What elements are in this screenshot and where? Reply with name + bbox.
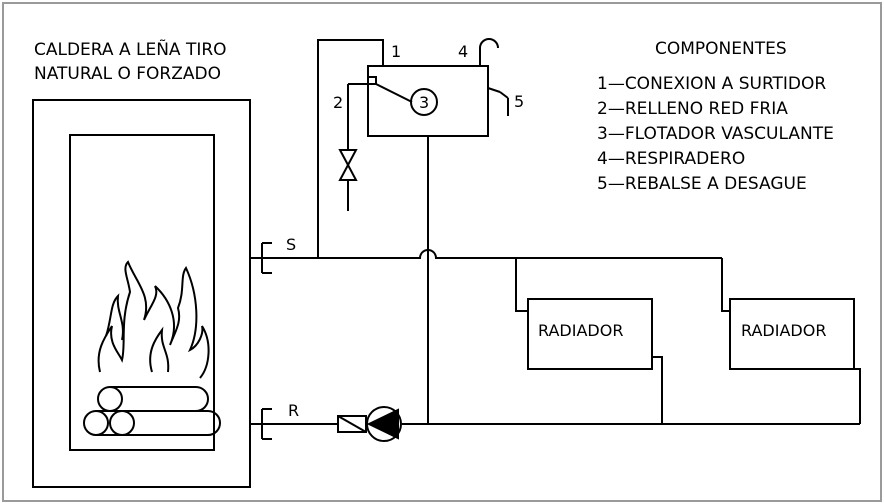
flame-icon bbox=[97, 260, 210, 379]
firewood-logs bbox=[83, 386, 221, 436]
check-valve-icon bbox=[337, 415, 367, 433]
supply-pipe bbox=[262, 249, 722, 259]
radiator-1 bbox=[515, 258, 663, 424]
float-number: 3 bbox=[419, 93, 429, 112]
legend-item-1: 1—CONEXION A SURTIDOR bbox=[597, 74, 826, 94]
fill-number: 2 bbox=[333, 93, 343, 112]
connection-number: 1 bbox=[391, 42, 401, 61]
radiator-2 bbox=[721, 258, 861, 424]
boiler bbox=[32, 99, 272, 488]
boiler-firebox bbox=[69, 134, 215, 451]
pump-icon bbox=[366, 406, 402, 442]
vent-pipe bbox=[479, 38, 499, 66]
title-line-2: NATURAL O FORZADO bbox=[34, 64, 221, 84]
legend-item-4: 4—RESPIRADERO bbox=[597, 149, 745, 169]
boiler-outer-casing bbox=[32, 99, 251, 488]
components-legend: COMPONENTES 1—CONEXION A SURTIDOR 2—RELL… bbox=[597, 39, 834, 194]
return-label: R bbox=[288, 401, 299, 420]
radiator-1-label: RADIADOR bbox=[538, 321, 623, 340]
legend-item-2: 2—RELLENO RED FRIA bbox=[597, 99, 788, 119]
radiator-2-label: RADIADOR bbox=[741, 321, 826, 340]
title-line-1: CALDERA A LEÑA TIRO bbox=[34, 38, 227, 60]
fill-line bbox=[347, 83, 368, 211]
overflow-pipe bbox=[487, 87, 509, 116]
legend-item-3: 3—FLOTADOR VASCULANTE bbox=[597, 124, 834, 144]
legend-heading: COMPONENTES bbox=[655, 39, 787, 59]
valve-icon bbox=[338, 149, 358, 181]
overflow-number: 5 bbox=[514, 92, 524, 111]
supply-label: S bbox=[286, 235, 296, 254]
float-valve bbox=[367, 76, 438, 116]
legend-item-5: 5—REBALSE A DESAGUE bbox=[597, 174, 807, 194]
expansion-connection-pipe bbox=[317, 39, 384, 258]
vent-number: 4 bbox=[458, 42, 468, 61]
